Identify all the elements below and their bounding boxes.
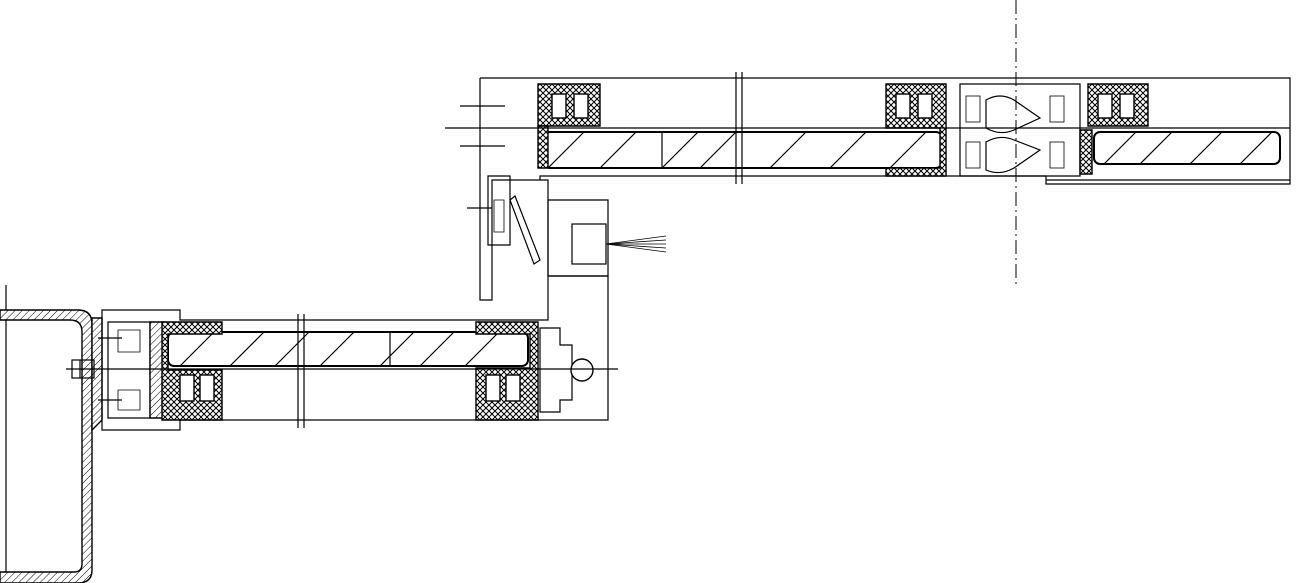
coupling-upper-lobe [985,95,1042,134]
screw-channel [570,358,594,382]
upper-right-gasket [1087,83,1149,127]
brush-seal-holder [571,223,607,265]
lower-right-gasket-chamber [485,374,501,402]
connector-outer [479,78,549,301]
upper-left-gasket-top [537,83,601,127]
coupling-profile [959,83,1081,177]
left-clamp-profile [107,321,151,419]
coupling-lower-lobe [985,136,1042,174]
gasket-chamber [573,93,589,119]
upper-left-gasket-side [537,125,549,169]
upper-right-glass-hatching [1103,131,1273,165]
upper-frame-outline [480,77,1291,185]
connector-profile [467,78,667,301]
coupling-chamber [1049,95,1065,123]
upper-frame-assembly [445,72,1291,185]
steel-tube-section [0,285,103,583]
upper-glass-hatching [547,131,927,169]
brush-seal [605,235,667,253]
gasket-chamber [917,93,933,119]
lower-glass-hatching [179,331,500,367]
gasket-chamber [551,93,567,119]
sash-profile [547,199,609,277]
upper-right-glass-pane [1093,131,1281,165]
upper-glass-pane [543,131,943,169]
spring-clip [509,195,541,265]
steel-tube-wall [0,309,93,583]
lower-frame-assembly [66,275,618,431]
left-clamp-chambers [117,329,141,411]
lower-mullion-profile [539,327,573,413]
lower-right-gasket-chamber [505,374,521,402]
lower-glass-pane [167,331,529,367]
connector-hook [487,175,511,246]
connector-chamber [493,199,505,233]
coupling-chamber [965,141,981,169]
upper-right-gasket-side [1079,129,1093,175]
gasket-chamber [895,93,911,119]
gasket-chamber [1097,93,1113,119]
coupling-chamber [965,95,981,123]
lower-left-gasket-chamber [179,374,195,402]
lower-left-gasket-chamber [199,374,215,402]
gasket-chamber [1119,93,1135,119]
coupling-chamber [1049,141,1065,169]
